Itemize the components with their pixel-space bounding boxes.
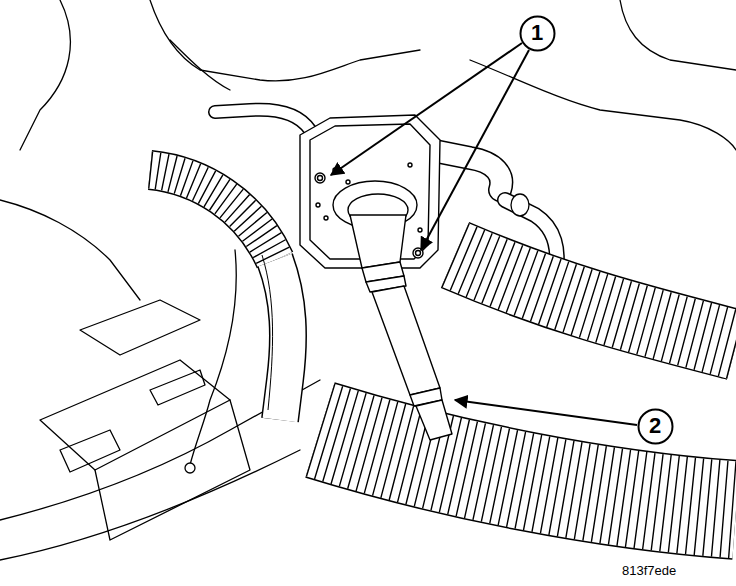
- hose-fill: [455, 255, 736, 345]
- bracket-outline: [95, 400, 250, 540]
- bracket-outline: [40, 360, 230, 470]
- frame-line: [20, 0, 70, 150]
- frame-line: [150, 0, 420, 81]
- hose-outline: [320, 430, 736, 510]
- mounting-nut: [318, 176, 323, 181]
- callout-circle-shape: [520, 16, 554, 50]
- hose-outline: [275, 260, 288, 420]
- wire: [190, 250, 236, 465]
- bracket-outline: [80, 300, 200, 355]
- hose-fill: [275, 260, 288, 420]
- mounting-nut: [416, 251, 421, 256]
- hose-outline: [150, 170, 275, 260]
- plate-hole: [418, 228, 422, 232]
- plate-hole: [346, 180, 350, 184]
- leader-arrow: [421, 50, 529, 250]
- callout-number: 2: [649, 413, 661, 439]
- frame-line: [470, 60, 736, 150]
- callout-number: 1: [531, 20, 543, 46]
- hose-highlight: [262, 255, 273, 410]
- callout-circle-shape: [638, 409, 672, 443]
- mounting-nut: [315, 173, 325, 183]
- hose-ribs: [320, 430, 736, 510]
- hose-fill: [150, 170, 275, 260]
- leader-arrow: [455, 400, 637, 425]
- plate-hole: [324, 216, 328, 220]
- plate-hole: [316, 203, 320, 207]
- hose-ribs: [455, 255, 736, 345]
- tube: [430, 150, 501, 190]
- frame-line: [0, 450, 300, 560]
- leader-arrow: [331, 43, 522, 175]
- figure-code: 813f7ede: [622, 563, 676, 578]
- callout-circle: 2: [637, 408, 674, 445]
- intermediate-shaft: [372, 286, 440, 395]
- bracket-slot: [60, 430, 120, 472]
- plate-hole: [408, 163, 412, 167]
- frame-line: [0, 200, 140, 300]
- hose-fill: [320, 430, 736, 510]
- tube: [215, 110, 310, 130]
- hose-outline: [455, 255, 736, 345]
- mounting-plate: [300, 115, 440, 268]
- hose-ribs: [150, 170, 275, 260]
- callout-circle: 1: [519, 15, 556, 52]
- boot-cone: [350, 215, 406, 268]
- tube-end: [511, 194, 529, 216]
- tube: [215, 110, 310, 130]
- frame-line: [170, 40, 230, 90]
- shaft-lower: [416, 400, 452, 440]
- tube: [430, 150, 501, 190]
- wire-connector: [185, 463, 195, 473]
- frame-line: [620, 0, 736, 70]
- bracket-slot: [150, 370, 205, 405]
